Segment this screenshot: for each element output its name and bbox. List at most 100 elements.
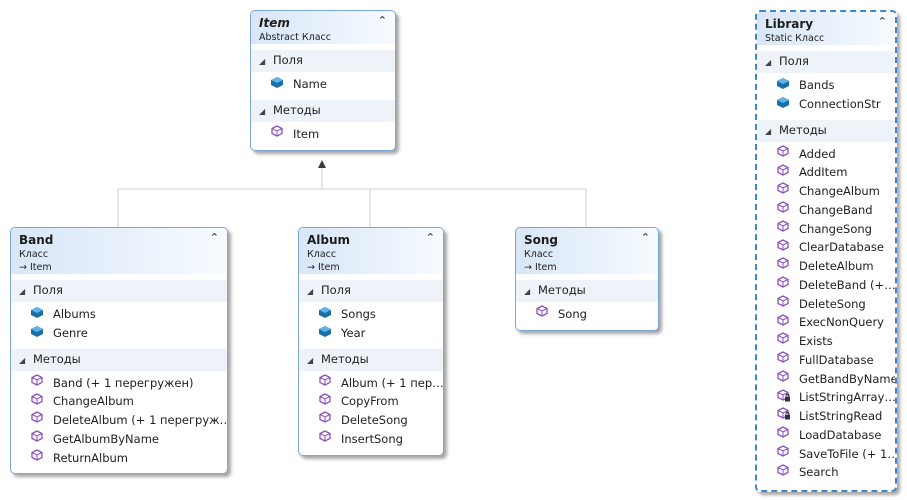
section-header-methods[interactable]: ◢Методы bbox=[251, 99, 395, 122]
member-label: Year bbox=[341, 325, 366, 340]
member-label: ConnectionStr bbox=[799, 96, 881, 111]
method-item[interactable]: Song bbox=[516, 305, 658, 324]
method-item[interactable]: FullDatabase bbox=[757, 351, 895, 370]
method-item[interactable]: Band (+ 1 перегружен) bbox=[11, 374, 227, 393]
method-icon bbox=[777, 445, 799, 464]
section-header-fields[interactable]: ◢ Поля bbox=[251, 50, 395, 72]
method-item[interactable]: DeleteSong bbox=[299, 411, 443, 430]
expand-triangle-icon[interactable]: ◢ bbox=[765, 58, 772, 67]
method-item[interactable]: ListStringRead bbox=[757, 407, 895, 426]
method-item[interactable]: ClearDatabase bbox=[757, 238, 895, 257]
method-item[interactable]: SaveToFile (+ 1… bbox=[757, 445, 895, 464]
method-item[interactable]: Exists bbox=[757, 332, 895, 351]
collapse-icon[interactable]: ⌃ bbox=[377, 14, 387, 27]
section-header-methods[interactable]: ◢Методы bbox=[299, 348, 443, 371]
method-item[interactable]: Added bbox=[757, 145, 895, 164]
method-item[interactable]: GetBandByName bbox=[757, 370, 895, 389]
method-item[interactable]: ChangeSong bbox=[757, 220, 895, 239]
class-name: Song bbox=[524, 233, 559, 247]
collapse-icon[interactable]: ⌃ bbox=[877, 15, 887, 28]
method-item[interactable]: CopyFrom bbox=[299, 392, 443, 411]
collapse-icon[interactable]: ⌃ bbox=[425, 231, 435, 244]
expand-triangle-icon[interactable]: ◢ bbox=[259, 57, 266, 66]
method-icon bbox=[777, 220, 799, 239]
member-label: Search bbox=[799, 465, 839, 480]
member-label: ListStringRead bbox=[799, 409, 883, 423]
method-item[interactable]: ListStringArray… bbox=[757, 388, 895, 407]
method-icon bbox=[777, 276, 799, 295]
inherits-arrow-icon: → bbox=[19, 262, 30, 273]
expand-triangle-icon[interactable]: ◢ bbox=[524, 287, 531, 296]
section-label: Методы bbox=[779, 122, 827, 137]
method-item[interactable]: Item bbox=[251, 125, 395, 144]
member-label: InsertSong bbox=[341, 431, 403, 446]
section-header-methods[interactable]: ◢Методы bbox=[11, 348, 227, 371]
field-item[interactable]: Name bbox=[251, 75, 395, 94]
section-label: Поля bbox=[321, 283, 351, 297]
member-label: ChangeAlbum bbox=[799, 184, 880, 198]
method-item[interactable]: DeleteSong bbox=[757, 295, 895, 314]
field-icon bbox=[319, 305, 341, 324]
method-item[interactable]: InsertSong bbox=[299, 430, 443, 449]
method-item[interactable]: GetAlbumByName bbox=[11, 430, 227, 449]
method-item[interactable]: ChangeAlbum bbox=[757, 182, 895, 201]
method-icon bbox=[777, 351, 799, 370]
method-item[interactable]: Album (+ 1 пер… bbox=[299, 374, 443, 393]
method-item[interactable]: Search bbox=[757, 463, 895, 482]
expand-triangle-icon[interactable]: ◢ bbox=[307, 355, 314, 365]
field-item[interactable]: Bands bbox=[757, 76, 895, 95]
method-icon bbox=[319, 430, 341, 449]
method-icon bbox=[536, 305, 558, 324]
method-icon bbox=[777, 145, 799, 164]
member-label: Exists bbox=[799, 334, 833, 348]
expand-triangle-icon[interactable]: ◢ bbox=[765, 126, 772, 136]
method-item[interactable]: ChangeAlbum bbox=[11, 392, 227, 411]
section-label: Поля bbox=[779, 54, 809, 68]
section-label: Поля bbox=[273, 53, 303, 67]
section-header-fields[interactable]: ◢ Поля bbox=[299, 280, 443, 302]
collapse-icon[interactable]: ⌃ bbox=[640, 231, 650, 244]
section-header-methods[interactable]: ◢ Методы bbox=[757, 119, 895, 142]
method-item[interactable]: DeleteAlbum (+ 1 перегруж… bbox=[11, 411, 227, 430]
section-header-methods[interactable]: ◢Методы bbox=[516, 280, 658, 302]
class-kind: Static Класс bbox=[765, 33, 825, 44]
collapse-icon[interactable]: ⌃ bbox=[209, 231, 219, 244]
section-header-fields[interactable]: ◢ Поля bbox=[757, 51, 895, 73]
field-item[interactable]: ConnectionStr bbox=[757, 95, 895, 114]
base-class-name: Item bbox=[29, 262, 52, 273]
expand-triangle-icon[interactable]: ◢ bbox=[19, 355, 26, 365]
class-kind: Abstract Класс bbox=[259, 32, 331, 43]
expand-triangle-icon[interactable]: ◢ bbox=[259, 106, 266, 116]
expand-triangle-icon[interactable]: ◢ bbox=[307, 287, 314, 296]
member-label: Band (+ 1 перегружен) bbox=[53, 375, 194, 390]
member-label: DeleteBand (+… bbox=[799, 277, 896, 292]
method-item[interactable]: ReturnAlbum bbox=[11, 449, 227, 468]
expand-triangle-icon[interactable]: ◢ bbox=[19, 287, 26, 296]
method-icon bbox=[777, 163, 799, 183]
method-item[interactable]: LoadDatabase bbox=[757, 426, 895, 445]
method-item[interactable]: DeleteBand (+… bbox=[757, 276, 895, 295]
method-item[interactable]: AddItem bbox=[757, 163, 895, 182]
field-item[interactable]: Albums bbox=[11, 305, 227, 324]
member-label: Bands bbox=[799, 78, 835, 92]
section-header-fields[interactable]: ◢Поля bbox=[11, 280, 227, 302]
method-item[interactable]: ChangeBand bbox=[757, 201, 895, 220]
field-item[interactable]: Genre bbox=[11, 324, 227, 343]
method-icon bbox=[319, 374, 341, 393]
member-label: ClearDatabase bbox=[799, 240, 884, 255]
method-item[interactable]: ExecNonQuery bbox=[757, 313, 895, 332]
field-icon bbox=[271, 75, 293, 94]
field-item[interactable]: Songs bbox=[299, 305, 443, 324]
member-label: FullDatabase bbox=[799, 352, 874, 367]
member-label: ListStringArray… bbox=[799, 390, 896, 405]
field-item[interactable]: Year bbox=[299, 324, 443, 343]
method-item[interactable]: DeleteAlbum bbox=[757, 257, 895, 276]
